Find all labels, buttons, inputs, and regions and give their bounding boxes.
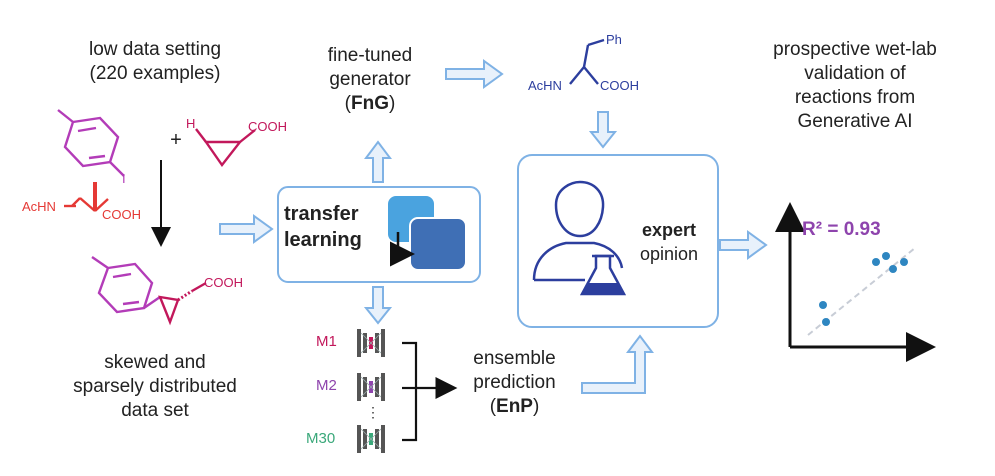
- left-caption: skewed and sparsely distributed data set: [30, 351, 280, 423]
- arrow-expert-to-plot: [719, 230, 768, 260]
- left-title-line1: low data setting: [88, 39, 222, 60]
- flow-arrows: [219, 59, 768, 394]
- transfer-line2: learning: [284, 229, 362, 251]
- arrow-transfer-to-models: [363, 286, 393, 325]
- model-icons: [357, 329, 385, 453]
- data-point: [889, 265, 897, 273]
- ensemble-line1: ensemble: [473, 348, 556, 369]
- model-label-m1: M1: [316, 333, 337, 350]
- right-line1: prospective wet-lab: [773, 39, 937, 60]
- product-cooh-label: COOH: [204, 275, 243, 290]
- left-title-line2: (220 examples): [89, 63, 221, 84]
- amino-acid-cooh-label: COOH: [102, 207, 141, 222]
- person-icon: [532, 180, 624, 282]
- data-point: [900, 258, 908, 266]
- arrow-molecule-to-expert: [588, 111, 618, 149]
- model-ellipsis: ⋮: [366, 404, 380, 420]
- r-squared-label: R² = 0.93: [802, 219, 881, 240]
- arrow-transfer-to-generator: [364, 140, 392, 183]
- network-icon-m30: [357, 425, 385, 453]
- generated-achn-label: AcHN: [528, 78, 562, 93]
- right-line2: validation of: [804, 63, 906, 84]
- data-point: [882, 252, 890, 260]
- generator-abbr: FnG: [351, 93, 389, 114]
- left-caption-line3: data set: [121, 400, 189, 421]
- iodine-label: I: [122, 171, 126, 186]
- expert-opinion-box: [517, 154, 719, 328]
- left-caption-line2: sparsely distributed: [73, 376, 237, 397]
- model-label-m2: M2: [316, 377, 337, 394]
- transfer-learning-icon: [388, 196, 467, 271]
- right-line3: reactions from: [794, 87, 916, 108]
- generator-label: fine-tuned generator (FnG): [300, 44, 440, 116]
- ensemble-bracket: [402, 341, 458, 442]
- data-point: [822, 318, 830, 326]
- left-title: low data setting (220 examples): [40, 38, 270, 86]
- ensemble-abbr: EnP: [496, 396, 533, 417]
- ensemble-line2: prediction: [473, 372, 556, 393]
- cyclopropane-cooh-label: COOH: [248, 119, 287, 134]
- validation-plot: [775, 202, 936, 362]
- plus-sign: +: [170, 129, 182, 151]
- amino-acid-structure: [64, 182, 109, 212]
- generator-line1: fine-tuned: [327, 45, 413, 66]
- transfer-line1: transfer: [284, 203, 359, 225]
- ensemble-label: ensemble prediction (EnP): [452, 347, 577, 419]
- iodotoluene-structure: [57, 109, 125, 177]
- amino-acid-achn-label: AcHN: [22, 199, 56, 214]
- data-point: [872, 258, 880, 266]
- transfer-learning-label: transfer learning: [284, 201, 384, 253]
- generated-cooh-label: COOH: [600, 78, 639, 93]
- arrow-data-to-transfer: [219, 214, 274, 244]
- generator-line2: generator: [329, 69, 411, 90]
- model-label-m30: M30: [306, 430, 336, 447]
- arrow-ensemble-to-expert: [581, 334, 654, 394]
- cyclopropane-h-label: H: [186, 116, 196, 131]
- right-title: prospective wet-lab validation of reacti…: [730, 38, 980, 134]
- cyclopropane-acid-structure: [195, 128, 256, 168]
- flask-icon: [579, 254, 627, 296]
- expert-line1: expert: [641, 220, 697, 240]
- network-icon-m1: [357, 329, 385, 357]
- expert-line2: opinion: [639, 244, 699, 264]
- data-point: [819, 301, 827, 309]
- right-line4: Generative AI: [797, 111, 913, 132]
- arrow-generator-to-molecule: [445, 59, 504, 89]
- product-structure: [91, 256, 207, 326]
- expert-opinion-label: expert opinion: [624, 218, 714, 266]
- generated-ph-label: Ph: [606, 32, 622, 47]
- left-caption-line1: skewed and: [104, 352, 206, 373]
- network-icon-m2: [357, 373, 385, 401]
